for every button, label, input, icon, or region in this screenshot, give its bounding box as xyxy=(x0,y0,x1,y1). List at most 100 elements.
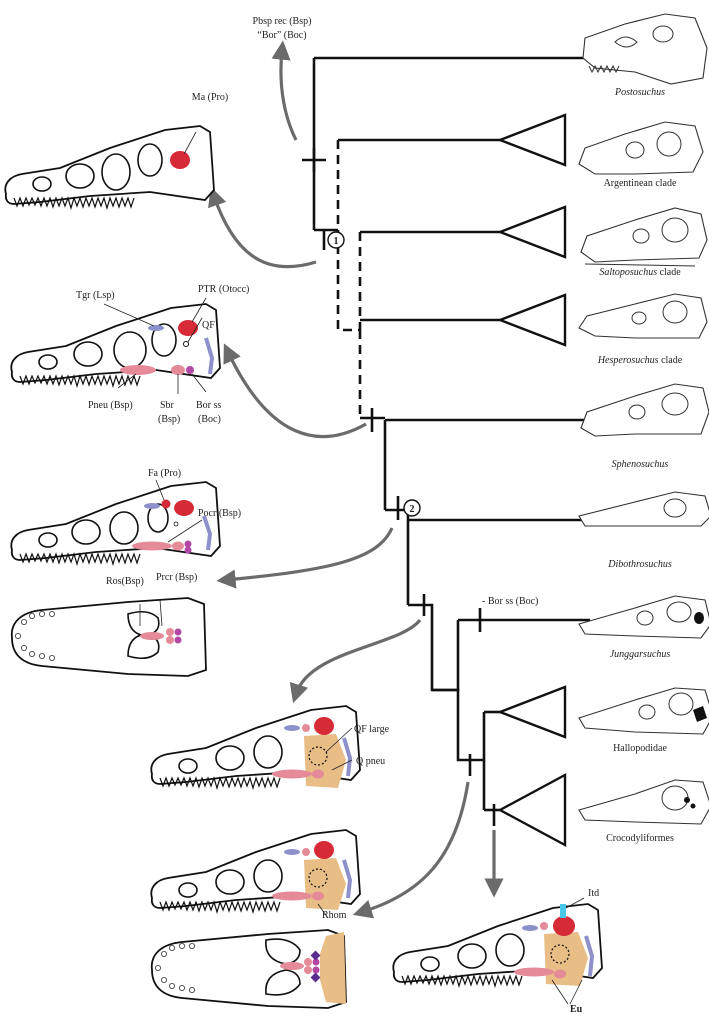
skull-diagram-f xyxy=(150,829,361,919)
stem-hallopodidae xyxy=(432,688,486,762)
taxon-hesperosuchus-name: Hesperosuchus xyxy=(597,355,659,366)
taxon-saltoposuchus-suffix: clade xyxy=(657,267,681,278)
label-bor-ss-boc: (Boc) xyxy=(198,414,221,425)
thumb-junggarsuchus xyxy=(578,595,709,639)
label-pneu: Pneu (Bsp) xyxy=(88,400,133,411)
triangle-crocodyliformes xyxy=(497,772,567,848)
taxon-saltoposuchus: Saltoposuchus clade xyxy=(599,267,681,278)
node-1-circle xyxy=(327,231,345,249)
label-eu: Eu xyxy=(570,1004,583,1015)
leader-bor xyxy=(191,373,207,393)
marker-itd xyxy=(560,904,566,918)
label-pbsp-rec: Pbsp rec (Bsp) xyxy=(253,16,312,27)
label-pocr: Pocr (Bsp) xyxy=(198,508,241,519)
taxon-hallopodidae: Hallopodidae xyxy=(613,743,667,754)
thumb-postosuchus xyxy=(582,13,708,85)
skull-diagram-e xyxy=(150,705,361,789)
label-rhom: Rhom xyxy=(322,910,347,921)
leader-qf-large xyxy=(325,727,353,753)
thumb-hallopodidae xyxy=(578,687,709,735)
triangle-saltoposuchus xyxy=(496,205,567,259)
node-2-circle xyxy=(403,499,421,517)
label-fa: Fa (Pro) xyxy=(148,468,181,479)
leader-ptr xyxy=(191,297,207,323)
marker-rhom xyxy=(310,950,321,961)
node-1-label: 1 xyxy=(334,236,339,247)
marker-fa xyxy=(161,499,171,509)
taxon-sphenosuchus: Sphenosuchus xyxy=(612,459,669,470)
cladogram: 1 2 xyxy=(302,56,590,848)
triangle-argentinean xyxy=(496,113,567,167)
skull-diagram-a xyxy=(4,125,215,209)
taxon-saltoposuchus-name: Saltoposuchus xyxy=(599,267,657,278)
arrows xyxy=(208,40,504,919)
taxon-hesperosuchus-suffix: clade xyxy=(659,355,683,366)
marker-ptr-c xyxy=(174,500,194,516)
leader-tgr xyxy=(103,303,155,327)
label-sbr-bsp: (Bsp) xyxy=(158,414,180,425)
leader-qf xyxy=(187,317,203,343)
label-itd: Itd xyxy=(588,888,599,899)
marker-ma xyxy=(170,151,190,169)
marker-pneu xyxy=(120,365,156,375)
triangle-hallopodidae xyxy=(496,685,567,739)
thumb-saltoposuchus xyxy=(580,207,708,267)
marker-bor-ss xyxy=(186,366,194,374)
arrow-tgr xyxy=(223,343,367,439)
thumb-argentinean xyxy=(578,121,704,175)
arrow-ma xyxy=(208,186,317,269)
taxon-labels: Postosuchus Argentinean clade Saltoposuc… xyxy=(597,87,683,844)
label-tgr: Tgr (Lsp) xyxy=(76,290,115,301)
marker-pocr xyxy=(132,541,172,551)
node-2-label: 2 xyxy=(410,504,415,515)
label-qf: QF xyxy=(202,320,215,331)
palate-diagram-d xyxy=(10,597,207,677)
leader-fa xyxy=(155,479,165,501)
taxon-argentinean: Argentinean clade xyxy=(604,178,677,189)
thumb-dibothrosuchus xyxy=(578,491,709,527)
label-ptr: PTR (Otocc) xyxy=(198,284,249,295)
label-sbr: Sbr xyxy=(160,400,175,411)
triangle-hesperosuchus xyxy=(496,293,567,347)
stem-dibothrosuchus xyxy=(385,508,410,605)
leader-pocr xyxy=(167,519,203,543)
label-bor-ss: Bor ss xyxy=(196,400,221,411)
label-minus-bor-ss: - Bor ss (Boc) xyxy=(482,596,538,607)
taxon-junggarsuchus: Junggarsuchus xyxy=(610,649,671,660)
arrow-qf xyxy=(289,618,422,704)
marker-sbr xyxy=(171,365,185,375)
leader-itd xyxy=(565,897,585,909)
marker-bor-edge xyxy=(204,337,215,375)
label-q-pneu: Q pneu xyxy=(356,756,385,767)
marker-tgr xyxy=(148,325,164,331)
leader-eu-2 xyxy=(569,979,583,1005)
palate-diagram-g xyxy=(150,929,347,1009)
label-qf-large: QF large xyxy=(354,724,390,735)
taxon-postosuchus: Postosuchus xyxy=(614,87,665,98)
leader-q-pneu xyxy=(331,759,353,771)
thumbnails xyxy=(578,13,709,825)
skull-diagram-b xyxy=(10,297,221,394)
taxon-hesperosuchus: Hesperosuchus clade xyxy=(597,355,683,366)
label-prcr: Prcr (Bsp) xyxy=(156,572,197,583)
label-bor-boc: “Bor” (Boc) xyxy=(257,30,306,41)
leader-eu-1 xyxy=(551,979,569,1005)
marker-ptr xyxy=(178,320,198,336)
label-ma: Ma (Pro) xyxy=(192,92,228,103)
connector-2 xyxy=(336,230,360,332)
skull-diagram-c xyxy=(10,479,221,565)
skull-diagram-h xyxy=(392,897,603,1005)
arrow-rhom xyxy=(352,781,470,919)
thumb-sphenosuchus xyxy=(580,383,709,437)
leader-ma xyxy=(183,131,197,155)
taxon-dibothrosuchus: Dibothrosuchus xyxy=(607,559,672,570)
taxon-crocodyliformes: Crocodyliformes xyxy=(606,833,674,844)
thumb-hesperosuchus xyxy=(578,293,708,339)
arrow-pbsp xyxy=(271,40,298,141)
leader-pneu xyxy=(117,373,137,389)
tick-pbsp xyxy=(302,148,326,172)
label-ros: Ros(Bsp) xyxy=(106,576,144,587)
marker-qf xyxy=(183,341,189,347)
stem-junggarsuchus xyxy=(408,603,460,692)
